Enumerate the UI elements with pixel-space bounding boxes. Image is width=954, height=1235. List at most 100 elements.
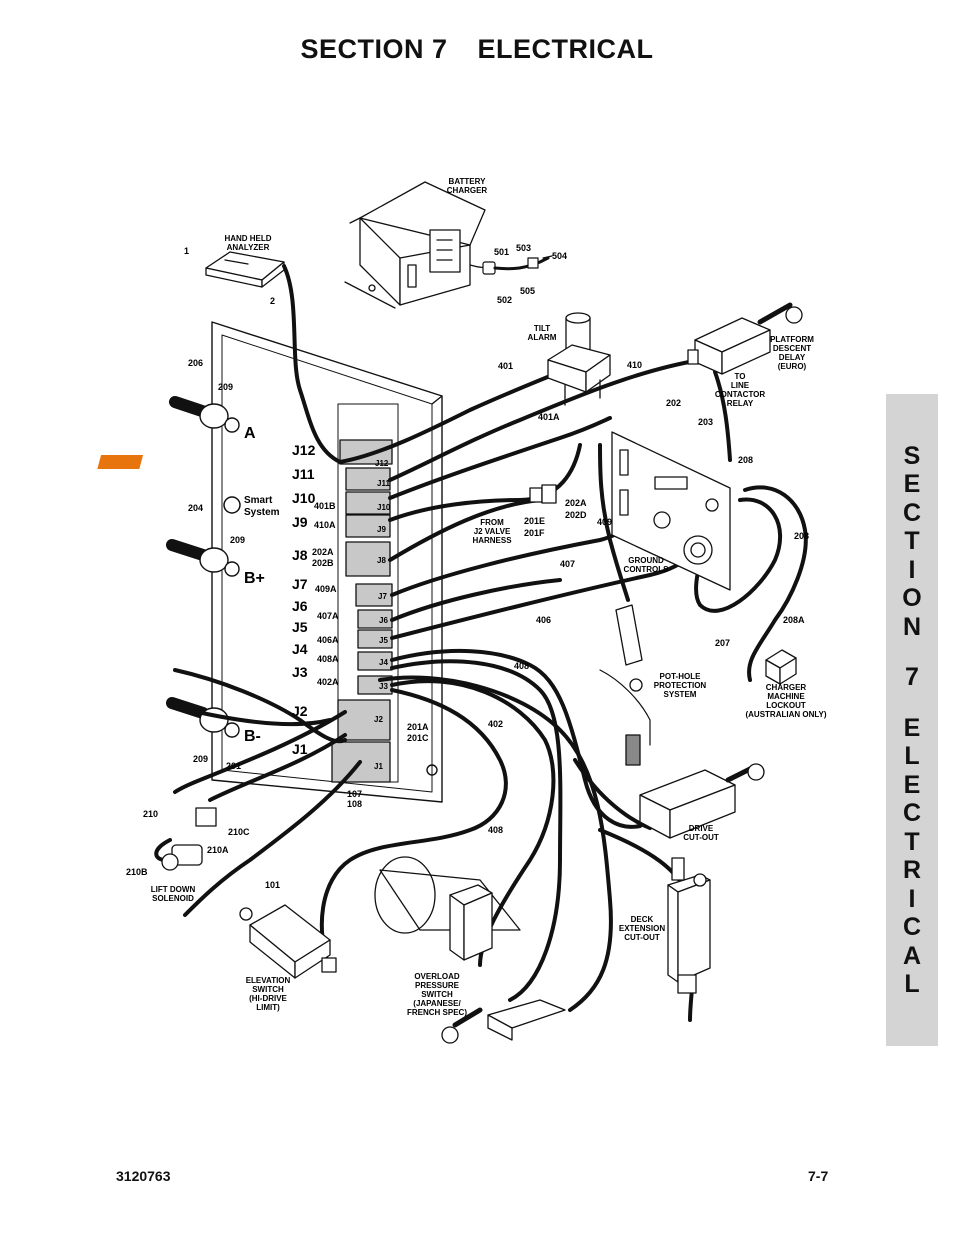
- analyzer-label-2: ANALYZER: [227, 243, 270, 252]
- callout-209-c: 209: [193, 754, 208, 764]
- callout-2: 2: [270, 296, 275, 306]
- callout-108: 108: [347, 799, 362, 809]
- tab-letter: R: [902, 856, 922, 884]
- terminal-a-bolt: [169, 396, 240, 433]
- deck-ext-label-3: CUT-OUT: [624, 933, 660, 942]
- hand-held-analyzer-illustration: [205, 251, 285, 288]
- callout-505: 505: [520, 286, 535, 296]
- tab-letter: T: [904, 527, 920, 555]
- tab-letter: E: [903, 470, 921, 498]
- label-j11: J11: [292, 466, 315, 482]
- component-labels: BATTERY CHARGER HAND HELD ANALYZER TILT …: [151, 177, 827, 1017]
- callout-502: 502: [497, 295, 512, 305]
- label-j9: J9: [292, 514, 308, 530]
- section-side-tab: S E C T I O N 7 E L E C T R I C A L: [886, 394, 938, 1046]
- lift-down-solenoid-illustration: [161, 807, 217, 871]
- contactor-label-2: LINE: [731, 381, 750, 390]
- plug-j2: J2: [374, 715, 383, 724]
- plug-j10: J10: [377, 503, 391, 512]
- drive-cutout-label-2: CUT-OUT: [683, 833, 719, 842]
- battery-charger-label-2: CHARGER: [447, 186, 488, 195]
- plug-j4: J4: [379, 658, 388, 667]
- smart-system-line-1: Smart: [244, 495, 273, 506]
- overload-label-1: OVERLOAD: [414, 972, 460, 981]
- callout-501: 501: [494, 247, 509, 257]
- callout-202: 202: [666, 398, 681, 408]
- elevation-label-4: LIMIT): [256, 1003, 280, 1012]
- callout-406: 406: [536, 615, 551, 625]
- tab-letter: L: [904, 742, 920, 770]
- label-j2: J2: [292, 703, 308, 719]
- overload-label-5: FRENCH SPEC): [407, 1008, 467, 1017]
- callout-209-a: 209: [218, 382, 233, 392]
- callout-504: 504: [552, 251, 567, 261]
- lockout-label-3: LOCKOUT: [766, 701, 806, 710]
- terminal-bplus-label: B+: [244, 570, 265, 587]
- label-j7: J7: [292, 576, 308, 592]
- callout-numbers: 1 2 206 209 204 209 209 201 210 210C 210…: [126, 243, 809, 890]
- callout-107: 107: [347, 789, 362, 799]
- overload-label-2: PRESSURE: [415, 981, 460, 990]
- platform-descent-delay-illustration: [687, 302, 803, 375]
- callout-202b: 202B: [312, 558, 334, 568]
- tab-letter: E: [903, 713, 921, 742]
- plug-j1: J1: [374, 762, 383, 771]
- callout-402a: 402A: [317, 677, 339, 687]
- label-j3: J3: [292, 664, 308, 680]
- tab-letter: T: [904, 827, 920, 856]
- callout-410a: 410A: [314, 520, 336, 530]
- plug-j9: J9: [377, 525, 386, 534]
- contactor-label-3: CONTACTOR: [715, 390, 766, 399]
- tab-letter: C: [902, 498, 922, 527]
- label-j5: J5: [292, 619, 308, 635]
- analyzer-label-1: HAND HELD: [224, 234, 271, 243]
- plug-j5: J5: [379, 636, 388, 645]
- valve-harness-label-1: FROM: [480, 518, 504, 527]
- deck-ext-label-2: EXTENSION: [619, 924, 665, 933]
- smart-system-logo: Smart System: [223, 495, 280, 518]
- overload-label-4: (JAPANESE/: [413, 999, 461, 1008]
- plug-j6: J6: [379, 616, 388, 625]
- callout-407: 407: [560, 559, 575, 569]
- callout-1: 1: [184, 246, 189, 256]
- pot-hole-label-2: PROTECTION: [654, 681, 707, 690]
- tilt-alarm-label-1: TILT: [534, 324, 550, 333]
- valve-harness-connector: [529, 484, 557, 504]
- callout-408-b: 408: [488, 825, 503, 835]
- connector-plugs: [331, 439, 393, 783]
- tab-letter: N: [902, 612, 922, 641]
- label-j8: J8: [292, 547, 308, 563]
- callout-201: 201: [226, 761, 241, 771]
- tab-letter: I: [908, 884, 916, 913]
- pot-hole-label-1: POT-HOLE: [660, 672, 702, 681]
- overload-switch-illustration: [374, 856, 566, 1044]
- label-j6: J6: [292, 598, 308, 614]
- pdd-label-1: PLATFORM: [770, 335, 814, 344]
- callout-401a: 401A: [538, 412, 560, 422]
- jlg-logo-text: JLG: [235, 455, 260, 470]
- callout-408-a: 408: [514, 661, 529, 671]
- callout-406a: 406A: [317, 635, 339, 645]
- tab-letter: L: [904, 970, 920, 998]
- pdd-label-3: DELAY: [779, 353, 806, 362]
- section-name: ELECTRICAL: [477, 34, 654, 64]
- callout-201f: 201F: [524, 528, 545, 538]
- drive-cutout-illustration: [639, 763, 765, 839]
- callout-204: 204: [188, 503, 203, 513]
- callout-202a: 202A: [312, 547, 334, 557]
- callout-410: 410: [627, 360, 642, 370]
- battery-charger-label-1: BATTERY: [449, 177, 487, 186]
- lift-down-label-2: SOLENOID: [152, 894, 194, 903]
- valve-harness-label-2: J2 VALVE: [474, 527, 511, 536]
- label-j12: J12: [292, 442, 316, 458]
- footer-doc-number: 3120763: [116, 1168, 171, 1184]
- smart-system-line-2: System: [244, 507, 280, 518]
- charger-lockout-illustration: [765, 649, 797, 685]
- callout-206: 206: [188, 358, 203, 368]
- pdd-label-2: DESCENT: [773, 344, 811, 353]
- callout-210: 210: [143, 809, 158, 819]
- callout-101: 101: [265, 880, 280, 890]
- label-j4: J4: [292, 641, 308, 657]
